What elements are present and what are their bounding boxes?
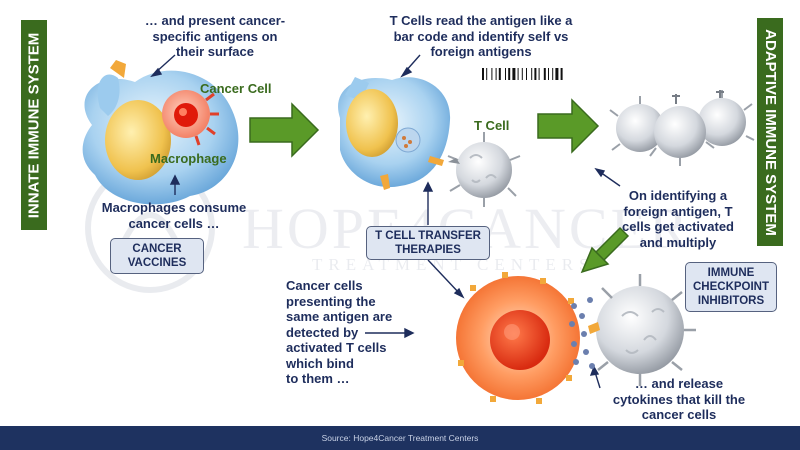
barcode-bar: [486, 68, 487, 80]
barcode-bar: [552, 68, 553, 80]
barcode-bar: [555, 68, 558, 80]
barcode-bar: [508, 68, 510, 80]
t-cell-transfer-box: T CELL TRANSFER THERAPIES: [366, 226, 490, 260]
innate-immune-system-label: INNATE IMMUNE SYSTEM: [21, 20, 47, 230]
adaptive-label-text: ADAPTIVE IMMUNE SYSTEM: [762, 29, 779, 236]
source-text: Source: Hope4Cancer Treatment Centers: [322, 433, 479, 443]
barcode-bar: [539, 68, 540, 80]
barcode-bar: [561, 68, 563, 80]
barcode-bar: [544, 68, 546, 80]
barcode-bar: [496, 68, 497, 80]
caption-activated: On identifying a foreign antigen, T cell…: [604, 188, 752, 250]
cancer-vaccines-box: CANCER VACCINES: [110, 238, 204, 274]
caption-present-antigens: … and present cancer- specific antigens …: [140, 13, 290, 60]
cancer-cell-label: Cancer Cell: [200, 81, 272, 96]
barcode-bar: [512, 68, 515, 80]
macrophage-label: Macrophage: [150, 151, 227, 166]
barcode-bar: [518, 68, 519, 80]
barcode-bar: [505, 68, 506, 80]
caption-read-antigen: T Cells read the antigen like a bar code…: [366, 13, 596, 60]
immune-checkpoint-box: IMMUNE CHECKPOINT INHIBITORS: [685, 262, 777, 312]
barcode-bar: [482, 68, 484, 80]
barcode-bar: [548, 68, 549, 80]
antigen-presenting-cell: [338, 77, 450, 190]
target-cancer-cell: [456, 272, 580, 404]
barcode: [482, 68, 563, 80]
innate-label-text: INNATE IMMUNE SYSTEM: [26, 32, 43, 218]
barcode-bar: [522, 68, 523, 80]
footer-bar: Source: Hope4Cancer Treatment Centers: [0, 426, 800, 450]
barcode-bar: [526, 68, 527, 80]
adaptive-immune-system-label: ADAPTIVE IMMUNE SYSTEM: [757, 18, 783, 246]
barcode-bar: [534, 68, 536, 80]
t-cell-label: T Cell: [474, 118, 509, 133]
t-cell-cluster: [610, 90, 754, 166]
barcode-bar: [531, 68, 532, 80]
killer-t-cell: [588, 274, 696, 386]
caption-release: … and release cytokines that kill the ca…: [594, 376, 764, 423]
caption-detected: Cancer cells presenting the same antigen…: [286, 278, 406, 387]
caption-consume: Macrophages consume cancer cells …: [94, 200, 254, 231]
macrophage-nucleus: [105, 100, 171, 180]
barcode-bar: [491, 68, 492, 80]
barcode-bar: [499, 68, 501, 80]
